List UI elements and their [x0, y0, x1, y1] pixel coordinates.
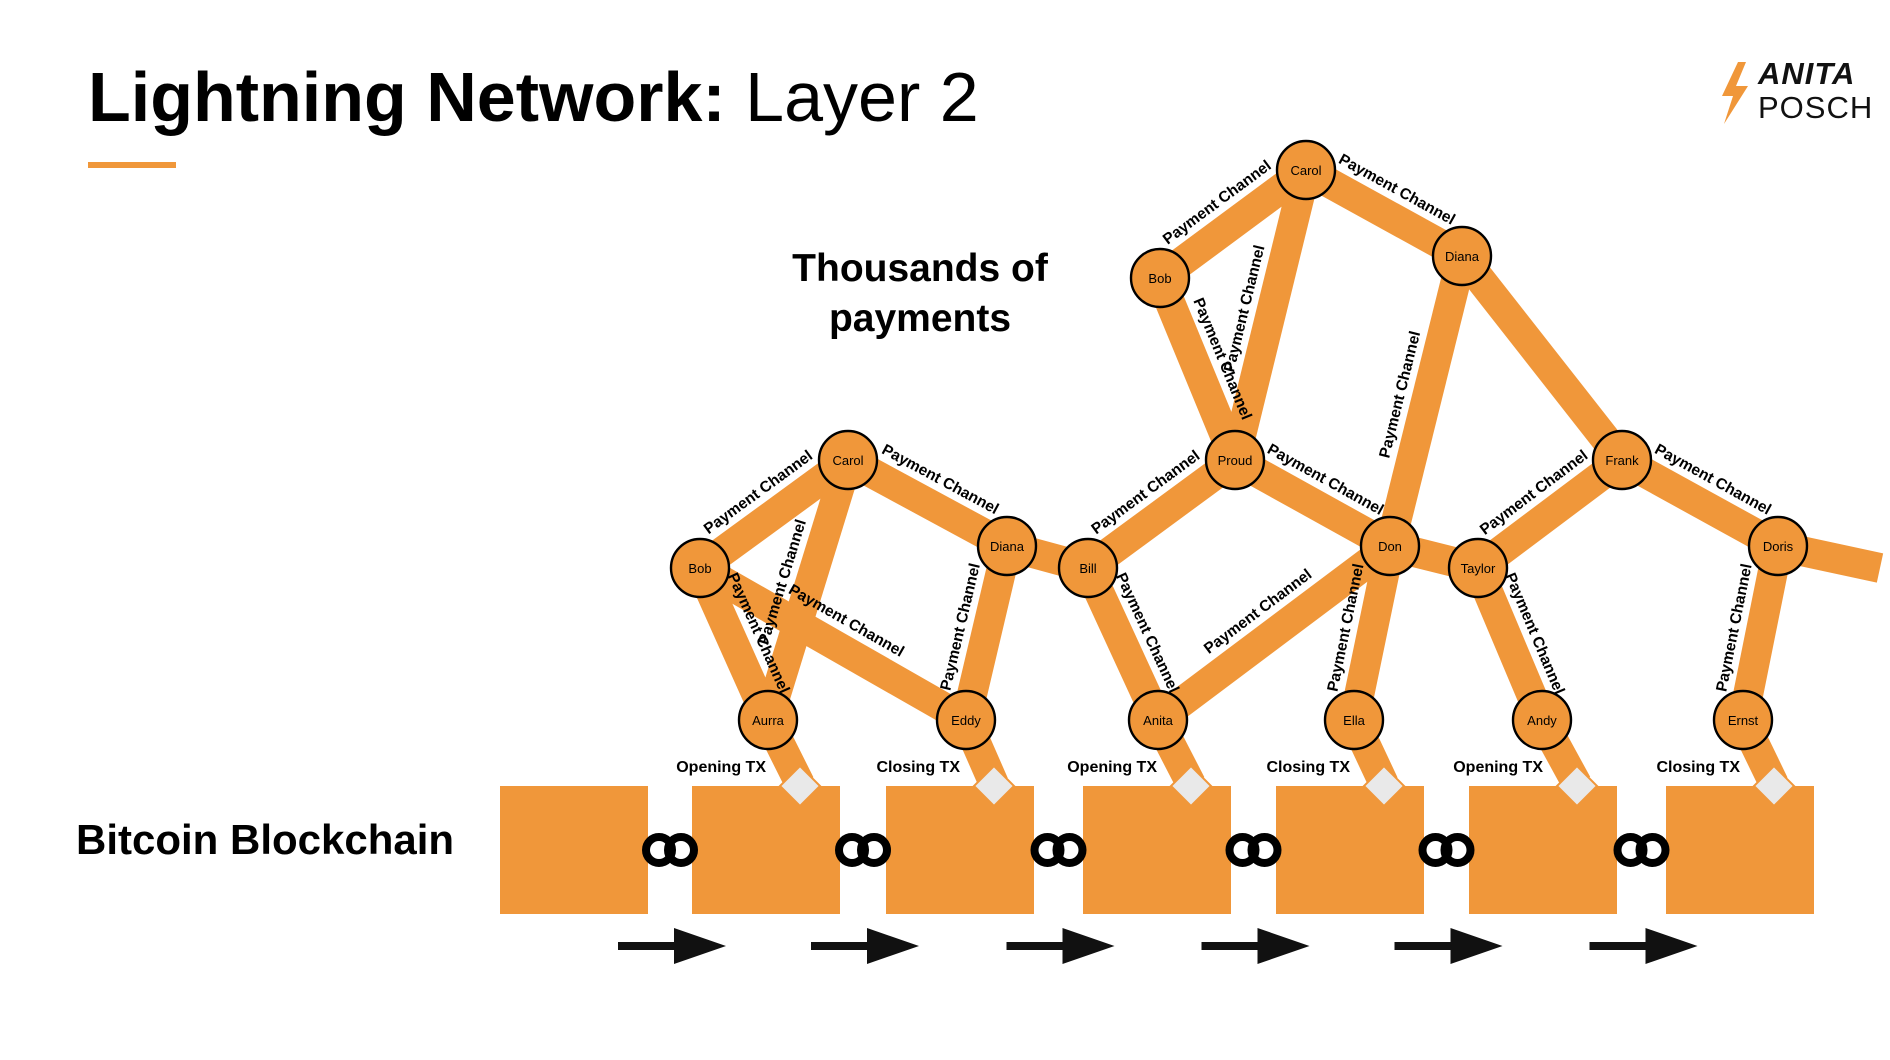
- node-label: Taylor: [1461, 561, 1496, 576]
- chain-link-icon: [1225, 833, 1282, 867]
- node-doris: Doris: [1747, 515, 1809, 577]
- tx-label: Closing TX: [1656, 759, 1740, 776]
- node-label: Diana: [1445, 249, 1480, 264]
- block-6: [1469, 786, 1617, 914]
- node-label: Carol: [1290, 163, 1321, 178]
- title-regular: Layer 2: [725, 58, 979, 136]
- payment-channel: [691, 447, 857, 581]
- tx-label: Opening TX: [676, 759, 766, 776]
- node-frank: Frank: [1591, 429, 1653, 491]
- block-4: [1083, 786, 1231, 914]
- brand-logo: ANITA POSCH: [1718, 56, 1872, 126]
- time-arrows: [618, 928, 1698, 964]
- node-ernst: Ernst: [1712, 689, 1774, 751]
- title-bold: Lightning Network:: [88, 58, 726, 136]
- payment-channel: [1151, 157, 1315, 291]
- node-label: Frank: [1605, 453, 1639, 468]
- node-label: Proud: [1218, 453, 1253, 468]
- payment-channel: [692, 554, 974, 734]
- tx-label: Opening TX: [1453, 759, 1543, 776]
- payment-channel: [1079, 447, 1244, 581]
- chain-link-icon: [1613, 833, 1670, 867]
- node-label: Anita: [1143, 713, 1173, 728]
- node-label: Doris: [1763, 539, 1794, 554]
- node-andy: Andy: [1511, 689, 1573, 751]
- blockchain-label: Bitcoin Blockchain: [76, 816, 455, 863]
- logo-line-1: ANITA: [1758, 56, 1856, 91]
- node-bill: Bill: [1057, 537, 1119, 599]
- node-label: Bob: [688, 561, 711, 576]
- payment-channel: [1149, 534, 1399, 732]
- node-ella: Ella: [1323, 689, 1385, 751]
- subtitle-line-2: payments: [828, 297, 1012, 340]
- arrow-right-icon: [618, 928, 726, 964]
- tx-anchor-diamond: [1555, 764, 1599, 808]
- tx-anchor-diamond: [1169, 764, 1213, 808]
- node-label: Eddy: [951, 713, 981, 728]
- chain-link-icon: [1030, 833, 1087, 867]
- block-5: [1276, 786, 1424, 914]
- node-label: Aurra: [752, 713, 785, 728]
- node-carol2: Carol: [1275, 139, 1337, 201]
- tx-labels: Opening TX Closing TX Opening TX Closing TX…: [676, 759, 1740, 776]
- arrow-right-icon: [1589, 928, 1698, 964]
- block-3: [886, 786, 1034, 914]
- arrow-right-icon: [1201, 928, 1310, 964]
- node-bob1: Bob: [669, 537, 731, 599]
- node-label: Ella: [1343, 713, 1365, 728]
- subtitle-line-1: Thousands of: [792, 247, 1048, 290]
- node-bob2: Bob: [1129, 247, 1191, 309]
- node-diana2: Diana: [1431, 225, 1493, 287]
- tx-anchor-diamond: [1362, 764, 1406, 808]
- tx-anchors: [754, 712, 1796, 808]
- node-label: Carol: [832, 453, 863, 468]
- block-1: [500, 786, 648, 914]
- tx-label: Closing TX: [1266, 759, 1350, 776]
- node-aurra: Aurra: [737, 689, 799, 751]
- tx-label: Closing TX: [876, 759, 960, 776]
- node-carol1: Carol: [817, 429, 879, 491]
- node-anita: Anita: [1127, 689, 1189, 751]
- lightning-bolt-icon: [1722, 62, 1748, 124]
- arrow-right-icon: [1006, 928, 1115, 964]
- chain-links: [642, 833, 1670, 867]
- node-label: Andy: [1527, 713, 1557, 728]
- payment-channel: [1146, 272, 1249, 466]
- tx-anchor-diamond: [972, 764, 1016, 808]
- node-label: Bob: [1148, 271, 1171, 286]
- title-underline: [88, 162, 176, 168]
- node-don: Don: [1359, 515, 1421, 577]
- subtitle: Thousands of payments: [770, 244, 1070, 344]
- chain-link-icon: [1418, 833, 1475, 867]
- arrow-right-icon: [811, 928, 919, 964]
- tx-anchor-diamond: [1752, 764, 1796, 808]
- tx-label: Opening TX: [1067, 759, 1157, 776]
- node-label: Don: [1378, 539, 1402, 554]
- tx-anchor-diamond: [778, 764, 822, 808]
- node-proud: Proud: [1204, 429, 1266, 491]
- node-label: Diana: [990, 539, 1025, 554]
- node-diana1: Diana: [976, 515, 1038, 577]
- node-taylor: Taylor: [1447, 537, 1509, 599]
- arrow-right-icon: [1394, 928, 1503, 964]
- node-label: Ernst: [1728, 713, 1759, 728]
- chain-link-icon: [835, 833, 891, 867]
- block-2: [692, 786, 840, 914]
- blockchain-blocks: [500, 786, 1814, 914]
- chain-link-icon: [642, 833, 698, 867]
- block-7: [1666, 786, 1814, 914]
- page-title: Lightning Network: Layer 2: [88, 52, 979, 142]
- payment-channel: [1375, 252, 1477, 550]
- payment-channel: [1450, 246, 1634, 470]
- payment-channel: [753, 455, 863, 725]
- node-eddy: Eddy: [935, 689, 997, 751]
- payment-channel: [1220, 166, 1321, 464]
- logo-line-2: POSCH: [1758, 90, 1874, 125]
- node-label: Bill: [1079, 561, 1096, 576]
